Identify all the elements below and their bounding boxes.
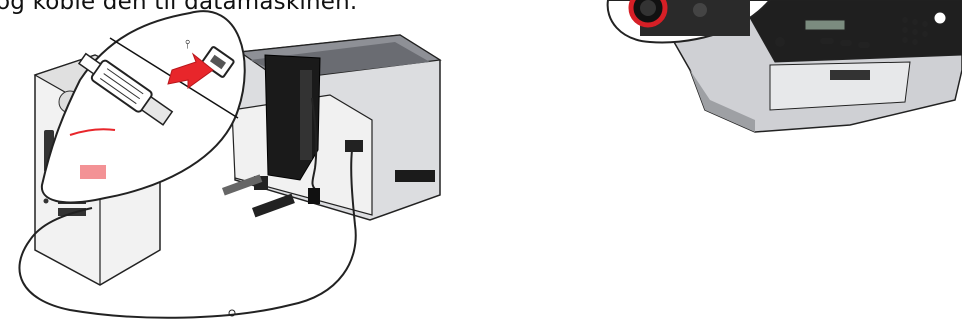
usb-cable <box>18 149 357 319</box>
power-button-magnifier <box>606 0 772 44</box>
usb-plug <box>77 52 174 126</box>
printer <box>222 34 442 221</box>
insert-arrow-icon <box>167 52 214 89</box>
usb-magnifier: ⫯ <box>40 10 246 204</box>
svg-text:⫯: ⫯ <box>185 37 190 51</box>
instruction-caption: og koble den til datamaskinen. <box>0 0 358 15</box>
